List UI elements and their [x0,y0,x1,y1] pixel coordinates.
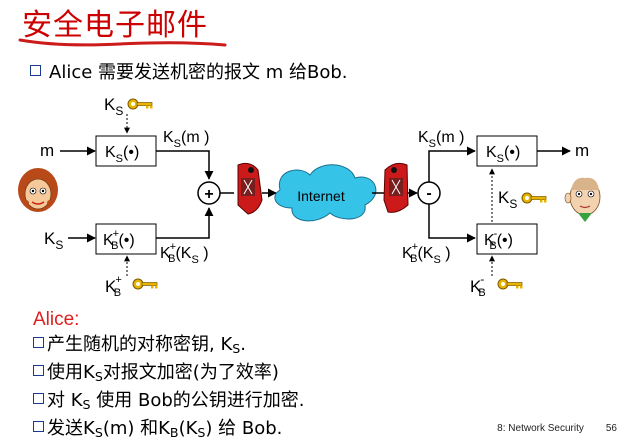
plus-sign: + [204,186,213,203]
steps-heading: Alice: [33,309,80,330]
symmetric-decrypt-box [476,135,538,167]
bob-avatar-icon [564,177,601,222]
internet-label: Internet [297,188,345,204]
private-key-icon [497,278,523,290]
step-text: 对报文加密(为了效率) [102,362,279,383]
step-text: . [240,334,246,355]
step-text: (K [178,418,198,439]
bullet-square-icon [33,421,44,432]
footer-page-number: 56 [605,423,617,434]
left-ks-m-label: KS(m ) [163,129,209,150]
alice-steps: Alice: 产生随机的对称密钥, KS. 使用KS对报文加密(为了效率) 对 … [33,309,304,445]
symmetric-key-icon [127,98,153,110]
left-kb-plus-key-label: K+B [105,274,122,299]
intro-text-a: Alice 需要发送机密的报文 [49,62,266,83]
right-kb-ks-label: K+B(KS ) [402,241,451,266]
internet-cloud-icon [274,164,377,222]
bullet-square-icon [33,393,44,404]
step-text: 使用K [47,362,95,383]
step-subscript: S [82,397,91,412]
step-text: 使用 Bob的公钥进行加密. [90,390,305,411]
slide-footer: 8: Network Security 56 [497,423,617,434]
left-m-label: m [40,141,54,160]
right-m-label: m [575,141,589,160]
step-item: 产生随机的对称密钥, KS. [33,333,304,361]
minus-sign: - [426,185,431,202]
step-item: 对 KS 使用 Bob的公钥进行加密. [33,389,304,417]
email-encryption-diagram: KS m KS(•) KS(m ) + KS K+B(•) K+B(KS [18,95,601,299]
step-item: 使用KS对报文加密(为了效率) [33,361,304,389]
symmetric-encrypt-box [95,135,157,167]
private-key-decrypt-box [476,223,538,255]
public-key-icon [132,278,158,290]
recovered-symmetric-key-icon [521,192,547,204]
step-subscript: S [94,369,103,384]
left-ks-key-label: KS [104,95,123,118]
intro-bullet: Alice 需要发送机密的报文 m 给Bob. [30,58,348,84]
step-text: 产生随机的对称密钥, K [47,334,233,355]
step-text: 对 K [47,390,83,411]
step-text: 发送K [47,418,95,439]
slide-title: 安全电子邮件 [22,8,208,43]
symmetric-decrypt-label: KS(•) [486,144,520,165]
private-key-decrypt-label: K-B(•) [484,228,513,252]
right-firewall-icon [383,162,409,213]
step-text: ) 给 Bob. [205,418,283,439]
bullet-square-icon [33,337,44,348]
step-text: (m) 和K [102,418,170,439]
right-ks-key-label: KS [498,188,517,211]
step-subscript: S [197,425,206,440]
bullet-square-icon [30,65,41,76]
symmetric-encrypt-label: KS(•) [105,144,139,165]
title-underline [18,38,227,47]
step-subscript: S [94,425,103,440]
left-ks-input-label: KS [44,229,63,252]
footer-chapter: 8: Network Security [497,423,584,434]
bullet-square-icon [33,365,44,376]
left-firewall-icon [237,162,263,215]
step-subscript: B [169,425,179,440]
left-kb-ks-label: K+B(KS ) [160,241,209,266]
step-subscript: S [232,341,241,356]
right-kb-minus-key-label: K-B [470,272,486,299]
public-key-encrypt-box [95,223,157,255]
right-ks-m-label: KS(m ) [418,129,464,150]
intro-text-b: 给Bob. [283,62,348,83]
intro-text-m: m [265,62,284,83]
public-key-encrypt-label: K+B(•) [103,228,135,252]
alice-avatar-icon [18,168,58,212]
step-item: 发送KS(m) 和KB(KS) 给 Bob. [33,417,304,445]
